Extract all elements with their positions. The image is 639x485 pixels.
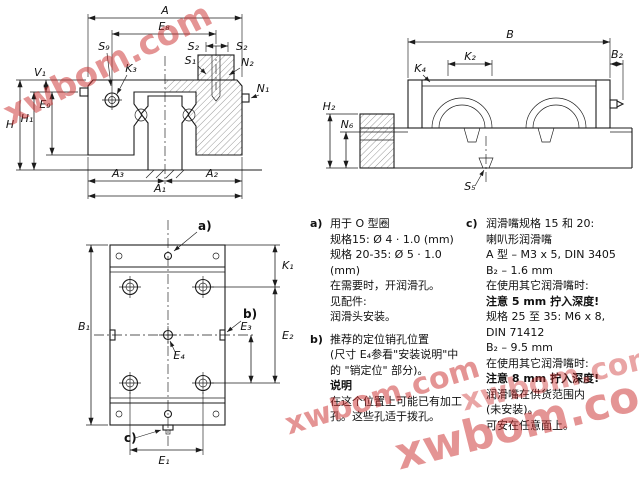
rail-side: [359, 113, 633, 184]
note-line: 在使用其它润滑嘴时:: [486, 356, 589, 370]
note-line: DIN 71412: [486, 325, 545, 339]
dim-label-s5: S₅: [464, 180, 475, 193]
dim-label-e2: E₂: [282, 329, 294, 342]
end-plate-lube-hole-top: [163, 251, 173, 261]
note-line: 说明: [330, 379, 352, 392]
dim-label-e9: E₉: [39, 98, 51, 111]
callout-b: b): [243, 307, 257, 321]
note-line: 见配件:: [330, 294, 367, 308]
dim-label-e1: E₁: [158, 454, 169, 467]
note-line: (尺寸 E₄参看"安装说明"中: [330, 348, 459, 361]
note-line: 用于 O 型圈: [330, 217, 390, 230]
note-line: 注意 8 mm 拧入深度!: [486, 372, 600, 385]
note-c: c) 润滑嘴规格 15 和 20: 喇叭形润滑嘴 A 型 – M3 x 5, D…: [466, 216, 638, 433]
lube-port-left: [79, 87, 89, 97]
note-a-body: 用于 O 型圈 规格15: Ø 4 · 1.0 (mm) 规格 20-35: Ø…: [330, 216, 470, 325]
notes-column-ab: a) 用于 O 型圈 规格15: Ø 4 · 1.0 (mm) 规格 20-35…: [310, 216, 470, 432]
dim-label-e8: E₈: [158, 20, 170, 33]
dim-label-a: A: [160, 4, 169, 17]
rail-section-hatched: [359, 113, 395, 169]
plan-view-dimensions: B₁ K₁ E₂ E₃ E₄ E₁ a) b) c): [78, 219, 294, 467]
note-a: a) 用于 O 型圈 规格15: Ø 4 · 1.0 (mm) 规格 20-35…: [310, 216, 470, 325]
dim-label-h1: H₁: [21, 112, 34, 125]
carriage-cross-section: [79, 46, 250, 156]
note-b-marker: b): [310, 332, 323, 346]
note-line: 在这个位置上可能已有加工: [330, 394, 462, 408]
ball-right: [182, 108, 196, 122]
dim-label-k4: K₄: [414, 62, 426, 75]
dim-label-s2-right: S₂: [236, 40, 248, 53]
carriage-side: [407, 79, 625, 129]
dim-label-e3: E₃: [240, 320, 252, 333]
dim-label-a2: A₂: [205, 167, 219, 180]
note-line: 推荐的定位销孔位置: [330, 332, 429, 346]
dim-label-e4: E₄: [173, 349, 185, 362]
callout-a: a): [198, 219, 212, 233]
end-plate-lube-hole-bottom: [163, 409, 173, 419]
dim-label-v1: V₁: [34, 66, 46, 79]
note-line: B₂ – 9.5 mm: [486, 341, 553, 354]
dim-label-n1: N₁: [257, 82, 270, 95]
plan-view-drawing: B₁ K₁ E₂ E₃ E₄ E₁ a) b) c): [78, 219, 294, 467]
note-line: 注意 5 mm 拧入深度!: [486, 294, 600, 308]
dim-label-k2: K₂: [464, 50, 476, 63]
carriage-plan: [94, 220, 256, 446]
note-line: 孔。这些孔适于拨孔。: [330, 410, 440, 423]
dim-label-b1: B₁: [78, 320, 90, 333]
front-view-drawing: A E₈ S₉ K₃ V₁ H H₁ E₉ S₂ S₂: [6, 4, 269, 199]
note-b-body: 推荐的定位销孔位置 (尺寸 E₄参看"安装说明"中 的 "销定位" 部分)。 说…: [330, 332, 462, 425]
dim-label-b: B: [506, 28, 514, 41]
note-line: 在使用其它润滑嘴时:: [486, 279, 589, 292]
note-b: b) 推荐的定位销孔位置 (尺寸 E₄参看"安装说明"中 的 "销定位" 部分)…: [310, 332, 470, 425]
dim-label-s1: S₁: [185, 54, 196, 67]
side-view-dimensions: B K₂ B₂ K₄ H₂ N₆ S₅: [323, 28, 624, 193]
note-line: 的 "销定位" 部分)。: [330, 363, 429, 377]
notes-column-c: c) 润滑嘴规格 15 和 20: 喇叭形润滑嘴 A 型 – M3 x 5, D…: [466, 216, 638, 440]
dim-label-h: H: [6, 118, 14, 131]
note-line: 润滑嘴规格 15 和 20:: [486, 217, 595, 230]
note-c-body: 润滑嘴规格 15 和 20: 喇叭形润滑嘴 A 型 – M3 x 5, DIN …: [486, 216, 616, 433]
note-line: 规格15: Ø 4 · 1.0 (mm): [330, 232, 454, 246]
dim-label-s2-left: S₂: [188, 40, 200, 53]
dim-label-a3: A₃: [111, 167, 125, 180]
note-line: 规格 20-35: Ø 5 · 1.0 (mm): [330, 248, 442, 277]
dim-label-n2: N₂: [241, 56, 254, 69]
dim-label-h2: H₂: [323, 100, 336, 113]
dim-label-a1: A₁: [153, 182, 166, 195]
lube-port-right: [241, 93, 250, 103]
reference-edge-right: [219, 329, 226, 341]
dim-label-k1: K₁: [282, 259, 294, 272]
rail-cross-section: [70, 56, 262, 184]
note-line: 在需要时，开润滑孔。: [330, 279, 440, 292]
dim-label-s9: S₉: [98, 40, 110, 53]
dim-label-n6: N₆: [341, 118, 354, 131]
note-line: 润滑头安装。: [330, 310, 396, 323]
callout-c: c): [124, 431, 137, 445]
note-a-marker: a): [310, 217, 323, 230]
side-view-drawing: B K₂ B₂ K₄ H₂ N₆ S₅: [323, 28, 633, 193]
note-line: 润滑嘴在供货范围内: [486, 387, 585, 401]
note-line: 可安在任意面上。: [486, 418, 574, 432]
reference-edge-left: [109, 329, 116, 341]
front-view-dimensions: A E₈ S₉ K₃ V₁ H H₁ E₉ S₂ S₂: [6, 4, 269, 199]
note-line: 喇叭形润滑嘴: [486, 232, 552, 246]
dim-label-k3: K₃: [125, 62, 137, 75]
dim-label-b2: B₂: [611, 48, 624, 61]
ball-left: [134, 108, 148, 122]
note-line: A 型 – M3 x 5, DIN 3405: [486, 248, 616, 261]
note-c-marker: c): [466, 217, 478, 230]
grease-nipple: [609, 99, 618, 109]
note-line: (未安装)。: [486, 403, 539, 416]
note-line: 规格 25 至 35: M6 x 8,: [486, 310, 606, 323]
note-line: B₂ – 1.6 mm: [486, 263, 553, 277]
